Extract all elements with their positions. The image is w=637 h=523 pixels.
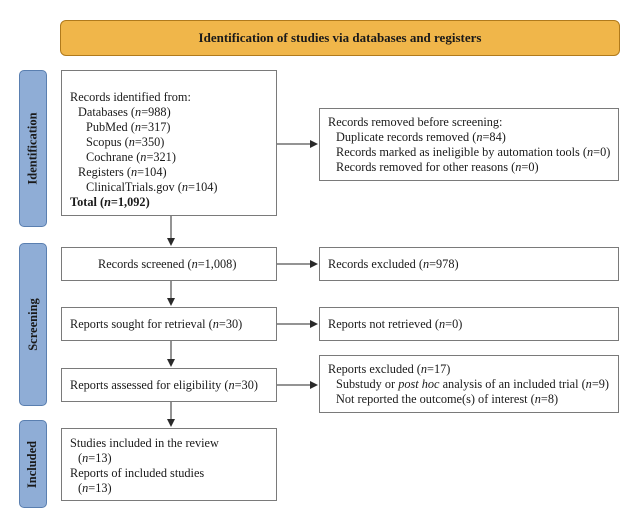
header-banner: Identification of studies via databases …: [60, 20, 620, 56]
records-excluded-box: Records excluded (n=978): [319, 247, 619, 281]
studies-included-box: Studies included in the review (n=13) Re…: [61, 428, 277, 501]
reports-not-retrieved-box: Reports not retrieved (n=0): [319, 307, 619, 341]
removed-duplicates: Duplicate records removed (n=84): [336, 130, 506, 144]
records-removed-box: Records removed before screening: Duplic…: [319, 108, 619, 181]
phase-identification: Identification: [19, 70, 47, 227]
reports-excluded-box: Reports excluded (n=17) Substudy or post…: [319, 355, 619, 413]
identified-pubmed: PubMed (n=317): [86, 120, 171, 134]
assessed-label: Reports assessed for eligibility (n=30): [70, 377, 258, 392]
included-studies: Studies included in the review: [70, 436, 219, 450]
sought-label: Reports sought for retrieval (n=30): [70, 316, 243, 331]
identified-scopus: Scopus (n=350): [86, 135, 165, 149]
header-title: Identification of studies via databases …: [198, 30, 482, 45]
excluded-label: Records excluded (n=978): [328, 256, 459, 271]
records-identified-box: Records identified from: Databases (n=98…: [61, 70, 277, 216]
reports-excluded-substudy: Substudy or post hoc analysis of an incl…: [336, 377, 610, 391]
reports-excluded-not-reported: Not reported the outcome(s) of interest …: [336, 392, 559, 406]
not-retrieved-label: Reports not retrieved (n=0): [328, 316, 463, 331]
included-studies-n: (n=13): [78, 451, 112, 465]
reports-sought-box: Reports sought for retrieval (n=30): [61, 307, 277, 341]
reports-assessed-box: Reports assessed for eligibility (n=30): [61, 368, 277, 402]
removed-other: Records removed for other reasons (n=0): [336, 160, 539, 174]
reports-excluded-heading: Reports excluded (n=17): [328, 362, 451, 376]
screened-label: Records screened (n=1,008): [98, 256, 237, 271]
identified-registers: Registers (n=104): [78, 165, 167, 179]
identified-cochrane: Cochrane (n=321): [86, 150, 176, 164]
included-reports-n: (n=13): [78, 481, 112, 495]
phase-screening: Screening: [19, 243, 47, 406]
removed-ineligible: Records marked as ineligible by automati…: [336, 145, 611, 159]
records-screened-box: Records screened (n=1,008): [61, 247, 277, 281]
included-reports: Reports of included studies: [70, 466, 205, 480]
identified-heading: Records identified from:: [70, 90, 191, 104]
phase-included: Included: [19, 420, 47, 508]
identified-total: Total (n=1,092): [70, 195, 150, 209]
removed-heading: Records removed before screening:: [328, 115, 503, 129]
identified-clinicaltrials: ClinicalTrials.gov (n=104): [86, 180, 218, 194]
identified-databases: Databases (n=988): [78, 105, 171, 119]
